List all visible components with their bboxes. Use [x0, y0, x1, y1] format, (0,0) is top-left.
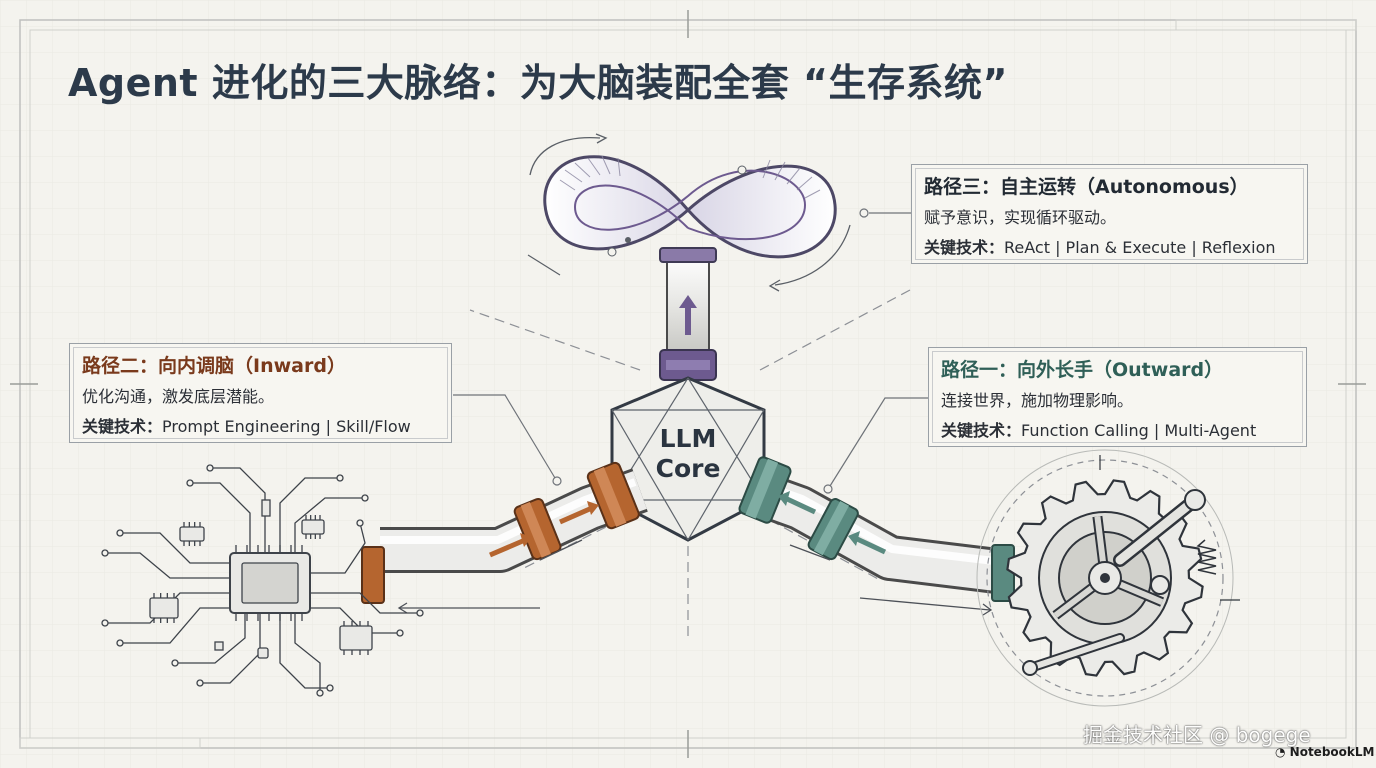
- circuit-chip-icon: [101, 464, 424, 697]
- path-tech-autonomous: 关键技术：ReAct | Plan & Execute | Reflexion: [924, 234, 1295, 258]
- path-title-outward: 路径一：向外长手（Outward）: [941, 359, 1224, 381]
- brand-label: ◔ NotebookLM: [1275, 745, 1375, 759]
- path-desc-outward: 连接世界，施加物理影响。: [941, 391, 1134, 410]
- tech-items: Function Calling | Multi-Agent: [1021, 421, 1257, 440]
- gear-mechanism-icon: [976, 449, 1240, 707]
- path-tech-outward: 关键技术：Function Calling | Multi-Agent: [941, 417, 1294, 441]
- brand-text: NotebookLM: [1289, 745, 1375, 759]
- infinity-loop-icon: [527, 133, 851, 292]
- core-label-line2: Core: [655, 454, 721, 483]
- leader-lines: [453, 208, 930, 494]
- path-card-outward: 路径一：向外长手（Outward） 连接世界，施加物理影响。 关键技术：Func…: [928, 347, 1307, 447]
- page-title: Agent 进化的三大脉络：为大脑装配全套 “生存系统”: [68, 61, 1009, 105]
- llm-core-label: LLM Core: [636, 424, 740, 484]
- path-title-inward: 路径二：向内调脑（Inward）: [82, 355, 346, 377]
- tech-label: 关键技术：: [82, 417, 163, 436]
- path-card-inward: 路径二：向内调脑（Inward） 优化沟通，激发底层潜能。 关键技术：Promp…: [69, 343, 452, 443]
- path-title-autonomous: 路径三：自主运转（Autonomous）: [924, 176, 1249, 198]
- path-desc-autonomous: 赋予意识，实现循环驱动。: [924, 208, 1117, 227]
- autonomous-pipe: [659, 247, 717, 381]
- path-desc-inward: 优化沟通，激发底层潜能。: [82, 387, 275, 406]
- watermark-text: 掘金技术社区 @ bogege: [1083, 723, 1311, 747]
- core-label-line1: LLM: [659, 424, 717, 453]
- path-card-autonomous: 路径三：自主运转（Autonomous） 赋予意识，实现循环驱动。 关键技术：R…: [911, 164, 1308, 264]
- tech-label: 关键技术：: [941, 421, 1022, 440]
- inward-pipe: [361, 461, 648, 614]
- tech-items: Prompt Engineering | Skill/Flow: [162, 417, 411, 436]
- outward-pipe: [738, 456, 1015, 616]
- path-tech-inward: 关键技术：Prompt Engineering | Skill/Flow: [82, 413, 439, 437]
- tech-label: 关键技术：: [924, 238, 1005, 257]
- tech-items: ReAct | Plan & Execute | Reflexion: [1004, 238, 1276, 257]
